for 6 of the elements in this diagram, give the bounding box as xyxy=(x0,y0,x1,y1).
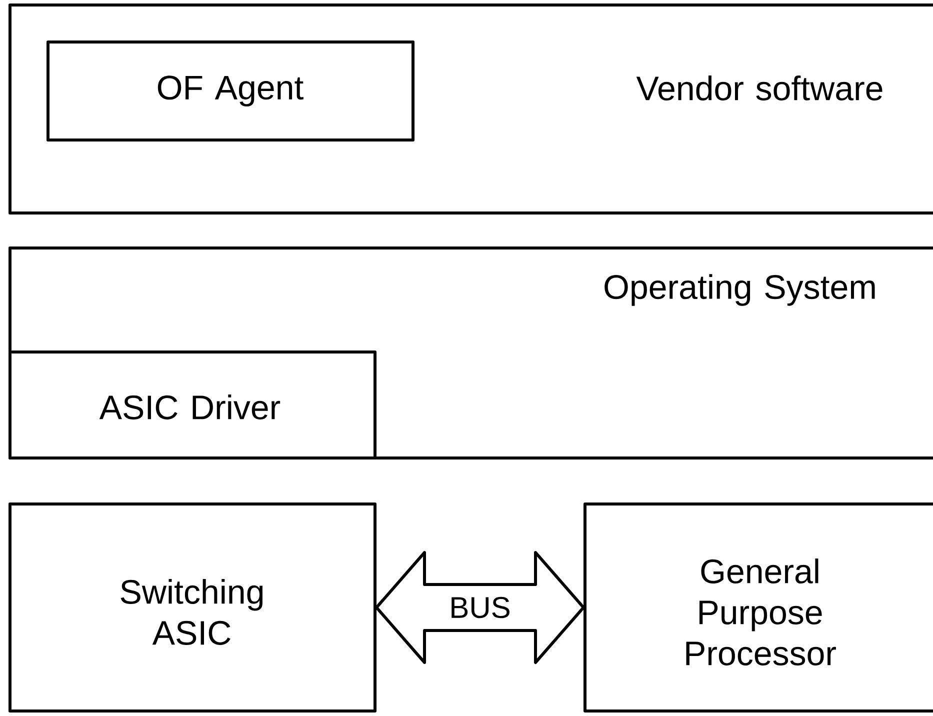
module-box: ASIC Driver xyxy=(8,350,376,460)
module-box: OF Agent xyxy=(46,40,414,142)
chip-box: Switching ASIC xyxy=(8,502,376,712)
processor-box: General Purpose Processor xyxy=(584,502,933,712)
edge-label: BUS xyxy=(452,596,510,618)
block-arrow xyxy=(375,551,585,664)
